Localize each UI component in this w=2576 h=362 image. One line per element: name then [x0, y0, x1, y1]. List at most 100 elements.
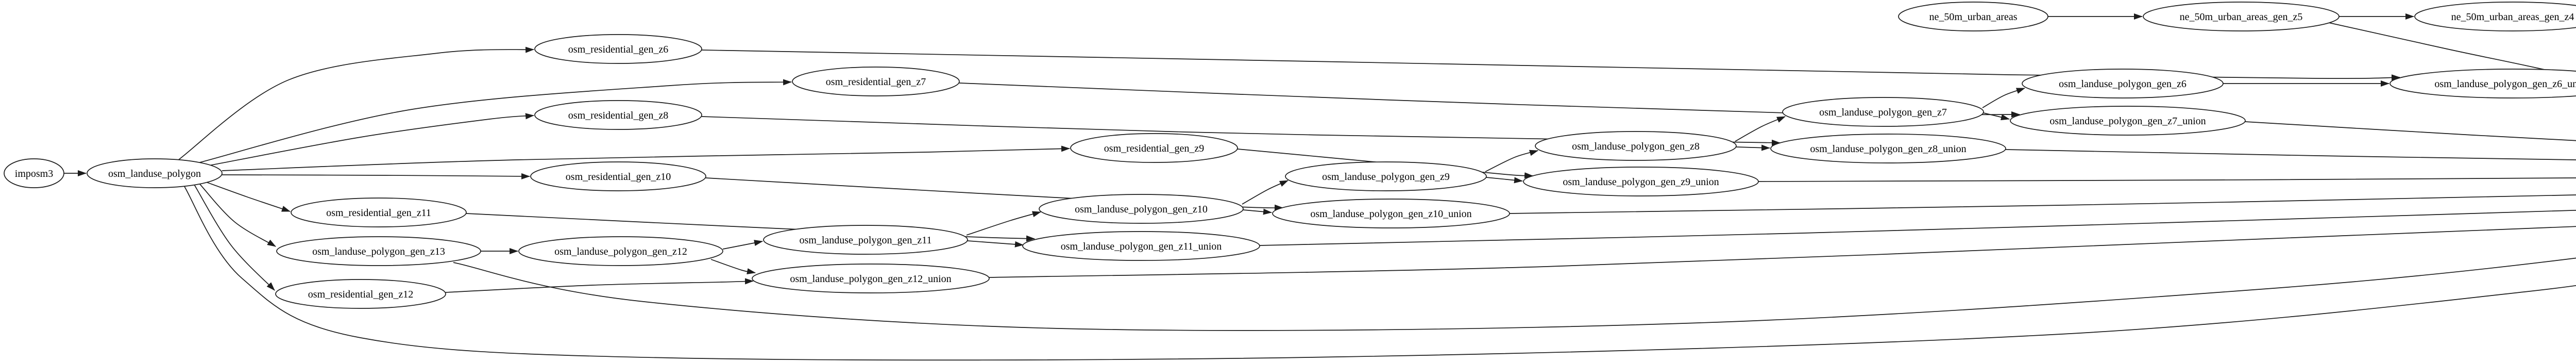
node-osm_landuse_polygon_gen_z7-shape: [1782, 97, 1984, 127]
node-osm_landuse_polygon-shape: [87, 158, 223, 188]
edge-osm_landuse_polygon_gen_z9-to-osm_landuse_polygon_gen_z8: [1485, 150, 1538, 172]
node-label: osm_residential_gen_z10: [566, 171, 671, 183]
edge-osm_landuse_polygon_gen_z12-to-osm_landuse_polygon_gen_z11: [722, 240, 763, 250]
node-label: osm_landuse_polygon: [108, 168, 201, 179]
node-osm_landuse_polygon_gen_z7_union-shape: [2010, 106, 2246, 136]
edge-osm_landuse_polygon_gen_z10-to-osm_landuse_polygon_gen_z9: [1242, 180, 1289, 205]
edge-osm_landuse_polygon_gen_z11_union-to-layer_landuse:z11: [1259, 210, 2576, 246]
node-label: osm_landuse_polygon_gen_z13: [312, 246, 445, 257]
node-osm_landuse_polygon_gen_z6_union: osm_landuse_polygon_gen_z6_union: [2389, 69, 2576, 98]
node-osm_residential_gen_z8: osm_residential_gen_z8: [534, 100, 702, 130]
edge-osm_landuse_polygon_gen_z11-to-osm_landuse_polygon_gen_z10: [966, 211, 1041, 236]
edge-osm_landuse_polygon_gen_z8-to-osm_landuse_polygon_gen_z8_union: [1736, 144, 1770, 151]
node-osm_landuse_polygon_gen_z9-shape: [1285, 161, 1487, 191]
node-osm_residential_gen_z6: osm_residential_gen_z6: [534, 34, 702, 64]
node-ne_50m_urban_areas_gen_z4: ne_50m_urban_areas_gen_z4: [2414, 2, 2576, 31]
edge-osm_landuse_polygon-to-osm_residential_gen_z11: [204, 181, 291, 212]
node-ne_50m_urban_areas: ne_50m_urban_areas: [1898, 2, 2048, 31]
edge-osm_landuse_polygon_gen_z12-to-osm_landuse_polygon_gen_z12_union: [710, 259, 756, 274]
edge-osm_landuse_polygon_gen_z7-to-osm_landuse_polygon_gen_z6: [1982, 88, 2025, 108]
edge-osm_landuse_polygon_gen_z7_union-to-layer_landuse:z7: [2245, 121, 2576, 141]
edge-osm_landuse_polygon-to-osm_residential_gen_z8: [206, 113, 534, 167]
node-osm_residential_gen_z10-shape: [530, 161, 706, 191]
node-label: ne_50m_urban_areas: [1929, 11, 2017, 23]
edge-osm_landuse_polygon-to-layer_landuse:z14+: [183, 185, 2576, 361]
node-label: osm_landuse_polygon_gen_z8_union: [1810, 143, 1966, 155]
node-osm_landuse_polygon_gen_z12-shape: [518, 236, 723, 266]
edge-ne_50m_urban_areas_gen_z5-to-layer_landuse:z5: [2328, 22, 2576, 78]
node-ne_50m_urban_areas_gen_z4-shape: [2414, 2, 2576, 31]
node-osm_residential_gen_z11-shape: [291, 198, 467, 227]
node-osm_landuse_polygon_gen_z6_union-shape: [2389, 69, 2576, 98]
edge-osm_landuse_polygon_gen_z11-to-osm_landuse_polygon_gen_z11_union: [967, 240, 1024, 248]
node-label: osm_landuse_polygon_gen_z11: [799, 235, 931, 246]
node-osm_landuse_polygon_gen_z7: osm_landuse_polygon_gen_z7: [1782, 97, 1984, 127]
node-osm_landuse_polygon_gen_z12: osm_landuse_polygon_gen_z12: [518, 236, 723, 266]
node-osm_landuse_polygon_gen_z12_union-shape: [752, 264, 990, 293]
edge-osm_landuse_polygon_gen_z7-to-osm_landuse_polygon_gen_z7_union: [1983, 112, 2010, 121]
edge-osm_residential_gen_z10-to-osm_landuse_polygon_gen_z10_union: [705, 177, 1283, 211]
edge-osm_landuse_polygon_gen_z10_union-to-layer_landuse:z10: [1509, 194, 2576, 214]
node-label: osm_landuse_polygon_gen_z9_union: [1563, 176, 1719, 188]
node-label: osm_landuse_polygon_gen_z6: [2059, 78, 2187, 90]
node-osm_landuse_polygon_gen_z7_union: osm_landuse_polygon_gen_z7_union: [2010, 106, 2246, 136]
node-label: ne_50m_urban_areas_gen_z4: [2451, 11, 2574, 23]
node-label: osm_landuse_polygon_gen_z6_union: [2434, 78, 2576, 90]
node-osm_landuse_polygon_gen_z13-shape: [276, 236, 481, 266]
edge-osm_landuse_polygon_gen_z12_union-to-layer_landuse:z12: [989, 226, 2576, 278]
node-osm_landuse_polygon_gen_z11: osm_landuse_polygon_gen_z11: [763, 225, 968, 255]
node-label: osm_landuse_polygon_gen_z10: [1075, 204, 1208, 215]
node-osm_landuse_polygon_gen_z9_union-shape: [1523, 167, 1759, 196]
node-label: osm_landuse_polygon_gen_z12_union: [790, 273, 951, 285]
node-osm_landuse_polygon_gen_z8-shape: [1535, 131, 1737, 161]
node-label: osm_landuse_polygon_gen_z7: [1819, 107, 1947, 118]
edge-osm_landuse_polygon_gen_z9_union-to-layer_landuse:z9: [1758, 177, 2576, 182]
edge-osm_landuse_polygon-to-osm_residential_gen_z10: [222, 173, 530, 179]
node-osm_landuse_polygon_gen_z9: osm_landuse_polygon_gen_z9: [1285, 161, 1487, 191]
edge-osm_landuse_polygon-to-osm_residential_gen_z12: [194, 184, 275, 291]
node-osm_residential_gen_z7: osm_residential_gen_z7: [792, 67, 960, 96]
node-label: osm_landuse_polygon_gen_z11_union: [1061, 241, 1222, 252]
node-label: ne_50m_urban_areas_gen_z5: [2180, 11, 2303, 23]
node-osm_residential_gen_z10: osm_residential_gen_z10: [530, 161, 706, 191]
node-ne_50m_urban_areas-shape: [1898, 2, 2048, 31]
node-osm_landuse_polygon_gen_z11_union-shape: [1022, 231, 1260, 261]
node-osm_residential_gen_z8-shape: [534, 100, 702, 130]
node-label: osm_residential_gen_z9: [1104, 143, 1204, 154]
node-osm_residential_gen_z9-shape: [1070, 133, 1238, 163]
node-label: imposm3: [15, 168, 53, 179]
edge-osm_landuse_polygon-to-osm_residential_gen_z6: [177, 46, 534, 161]
edge-osm_residential_gen_z11-to-osm_landuse_polygon_gen_z11_union: [466, 213, 1035, 242]
node-osm_landuse_polygon_gen_z13: osm_landuse_polygon_gen_z13: [276, 236, 481, 266]
node-label: osm_landuse_polygon_gen_z7_union: [2049, 116, 2206, 127]
node-ne_50m_urban_areas_gen_z5-shape: [2143, 2, 2340, 31]
node-label: osm_residential_gen_z7: [826, 76, 926, 88]
edge-osm_landuse_polygon_gen_z8_union-to-layer_landuse:z8: [2005, 149, 2576, 160]
node-osm_landuse_polygon_gen_z8: osm_landuse_polygon_gen_z8: [1535, 131, 1737, 161]
node-label: osm_landuse_polygon_gen_z9: [1322, 171, 1450, 183]
node-label: osm_landuse_polygon_gen_z10_union: [1310, 208, 1471, 220]
node-osm_landuse_polygon_gen_z11_union: osm_landuse_polygon_gen_z11_union: [1022, 231, 1260, 261]
node-osm_landuse_polygon_gen_z6-shape: [2022, 69, 2224, 98]
node-label: osm_residential_gen_z12: [308, 289, 413, 300]
node-imposm3-shape: [4, 158, 64, 188]
node-osm_residential_gen_z11: osm_residential_gen_z11: [291, 198, 467, 227]
edge-osm_landuse_polygon-to-osm_residential_gen_z9: [222, 145, 1070, 171]
node-osm_residential_gen_z12-shape: [275, 279, 446, 309]
node-osm_landuse_polygon: osm_landuse_polygon: [87, 158, 223, 188]
node-osm_landuse_polygon_gen_z10_union: osm_landuse_polygon_gen_z10_union: [1272, 199, 1510, 228]
node-osm_residential_gen_z7-shape: [792, 67, 960, 96]
node-osm_landuse_polygon_gen_z10: osm_landuse_polygon_gen_z10: [1039, 194, 1244, 224]
node-osm_residential_gen_z12: osm_residential_gen_z12: [275, 279, 446, 309]
node-osm_landuse_polygon_gen_z10-shape: [1039, 194, 1244, 224]
edge-osm_landuse_polygon_gen_z9-to-osm_landuse_polygon_gen_z9_union: [1486, 177, 1523, 184]
node-osm_landuse_polygon_gen_z11-shape: [763, 225, 968, 255]
edge-osm_landuse_polygon_gen_z13-to-layer_landuse:z13: [453, 257, 2576, 331]
node-osm_landuse_polygon_gen_z6: osm_landuse_polygon_gen_z6: [2022, 69, 2224, 98]
edge-osm_residential_gen_z6-to-osm_landuse_polygon_gen_z6_union: [701, 50, 2400, 81]
node-osm_landuse_polygon_gen_z10_union-shape: [1272, 199, 1510, 228]
edge-osm_landuse_polygon_gen_z10-to-osm_landuse_polygon_gen_z10_union: [1243, 208, 1272, 215]
node-label: osm_landuse_polygon_gen_z12: [554, 246, 687, 257]
node-osm_landuse_polygon_gen_z12_union: osm_landuse_polygon_gen_z12_union: [752, 264, 990, 293]
